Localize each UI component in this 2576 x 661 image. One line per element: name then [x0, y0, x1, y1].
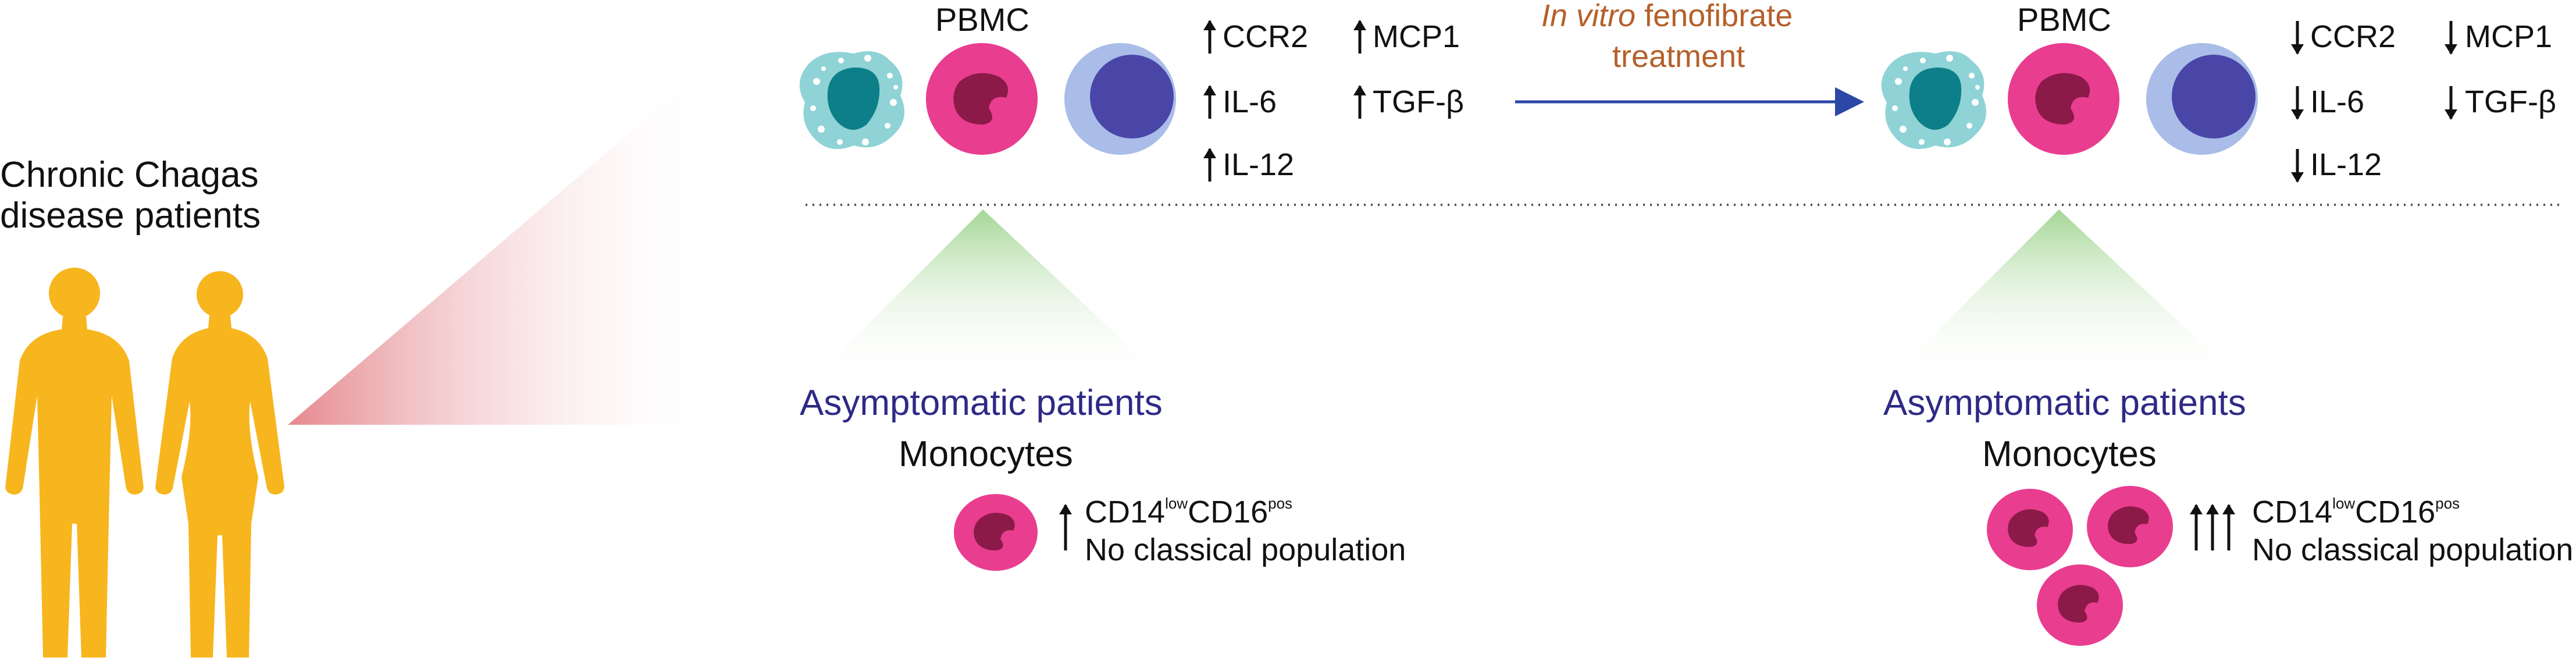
- phenotype-right-line2: No classical population: [2252, 532, 2574, 567]
- phenotype-left-line2: No classical population: [1085, 532, 1406, 567]
- marker-ccr2-left: CCR2: [1223, 19, 1309, 54]
- marker-il6-right: IL-6: [2310, 84, 2365, 119]
- green-fan-left: [814, 209, 1163, 378]
- arrow-down-icon: [2291, 149, 2304, 183]
- group-label-left: Asymptomatic patients: [800, 383, 1163, 423]
- arrow-down-icon: [2291, 86, 2304, 120]
- arrow-up-icon: [1059, 504, 1072, 550]
- arrow-up-icon: [1203, 148, 1216, 182]
- marker-il6-left: IL-6: [1223, 84, 1277, 119]
- cell-label-left: Monocytes: [899, 434, 1073, 474]
- group-label-right: Asymptomatic patients: [1883, 383, 2246, 423]
- arrow-down-icon: [2445, 86, 2457, 120]
- arrow-down-icon: [2291, 21, 2304, 55]
- marker-mcp1-right: MCP1: [2465, 19, 2553, 54]
- human-figure-male: [5, 268, 144, 658]
- macrophage-icon-left: [799, 51, 905, 150]
- patients-label-line1: Chronic Chagas: [0, 155, 259, 195]
- phenotype-right-line1: CD14lowCD16pos: [2252, 495, 2460, 529]
- lymphocyte-icon-right: [2146, 43, 2258, 155]
- treatment-label-line1: In vitro fenofibrate: [1541, 0, 1793, 31]
- treatment-label-line2: treatment: [1612, 39, 1745, 74]
- treatment-drug: fenofibrate: [1644, 0, 1793, 33]
- patients-label-line2: disease patients: [0, 196, 261, 236]
- patients-fan: [288, 52, 724, 425]
- pbmc-label-right: PBMC: [2017, 1, 2111, 38]
- arrow-up-icon: [2190, 504, 2203, 550]
- human-figure-female: [155, 271, 284, 658]
- cell-label-right: Monocytes: [1982, 434, 2157, 474]
- monocyte-icon-bottom-left: [954, 494, 1038, 571]
- marker-mcp1-left: MCP1: [1373, 19, 1460, 54]
- arrow-up-icon: [2206, 504, 2219, 550]
- marker-ccr2-right: CCR2: [2310, 19, 2396, 54]
- marker-il12-left: IL-12: [1223, 147, 1295, 182]
- monocyte-icon-left: [926, 43, 1038, 155]
- monocyte-cluster-icon: [1987, 486, 2173, 646]
- green-fan-right: [1890, 209, 2239, 378]
- treatment-italic: In vitro: [1541, 0, 1636, 33]
- monocyte-icon-right: [2008, 43, 2119, 155]
- phenotype-arrows: [1059, 504, 2235, 550]
- arrow-up-icon: [2222, 504, 2235, 550]
- arrow-up-icon: [1203, 20, 1216, 54]
- macrophage-icon-right: [1881, 51, 1987, 150]
- lymphocyte-icon-left: [1064, 43, 1176, 155]
- arrow-up-icon: [1353, 85, 1366, 119]
- marker-arrows: [1203, 20, 2457, 183]
- marker-tgfb-left: TGF-β: [1373, 84, 1465, 119]
- arrow-down-icon: [2445, 21, 2457, 55]
- pbmc-label-left: PBMC: [935, 1, 1029, 38]
- arrow-up-icon: [1203, 85, 1216, 119]
- phenotype-left-line1: CD14lowCD16pos: [1085, 495, 1293, 529]
- arrow-up-icon: [1353, 20, 1366, 54]
- marker-il12-right: IL-12: [2310, 147, 2382, 182]
- marker-tgfb-right: TGF-β: [2465, 84, 2557, 119]
